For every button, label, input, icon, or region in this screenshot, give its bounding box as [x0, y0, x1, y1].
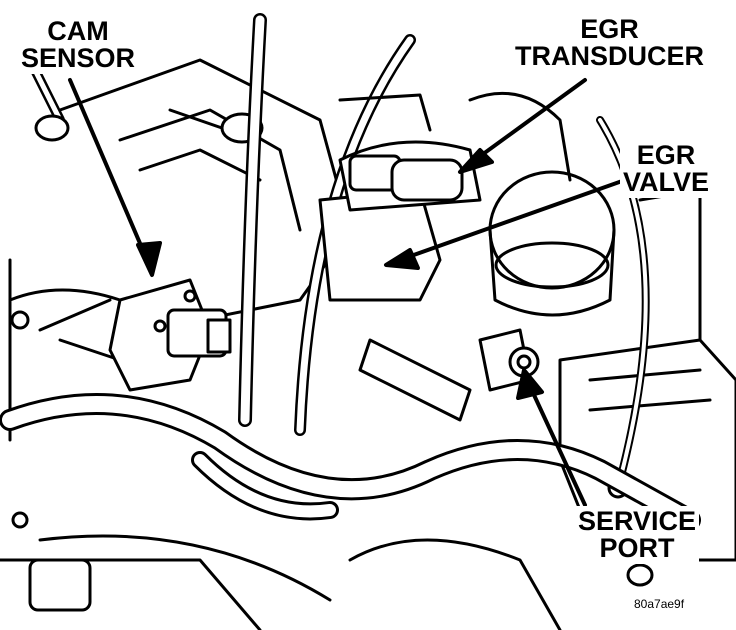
egr-transducer-label-line1: EGR [580, 14, 639, 44]
egr-valve-label-line2: VALVE [623, 167, 710, 197]
egr-transducer-label: EGR TRANSDUCER [512, 14, 707, 72]
service-port-label-line2: PORT [599, 533, 675, 563]
cam-sensor-label-line2: SENSOR [21, 43, 136, 73]
cam-sensor-label: CAM SENSOR [18, 16, 139, 74]
service-port-label: SERVICE PORT [575, 506, 700, 564]
service-port-label-line1: SERVICE [578, 506, 697, 536]
cam-sensor-label-line1: CAM [47, 16, 109, 46]
leader-arrows [68, 78, 627, 507]
egr-valve-label-line1: EGR [636, 140, 696, 170]
egr-transducer-label-line2: TRANSDUCER [515, 41, 704, 71]
figure-id: 80a7ae9f [632, 597, 687, 611]
egr-valve-label: EGR VALVE [620, 140, 713, 198]
